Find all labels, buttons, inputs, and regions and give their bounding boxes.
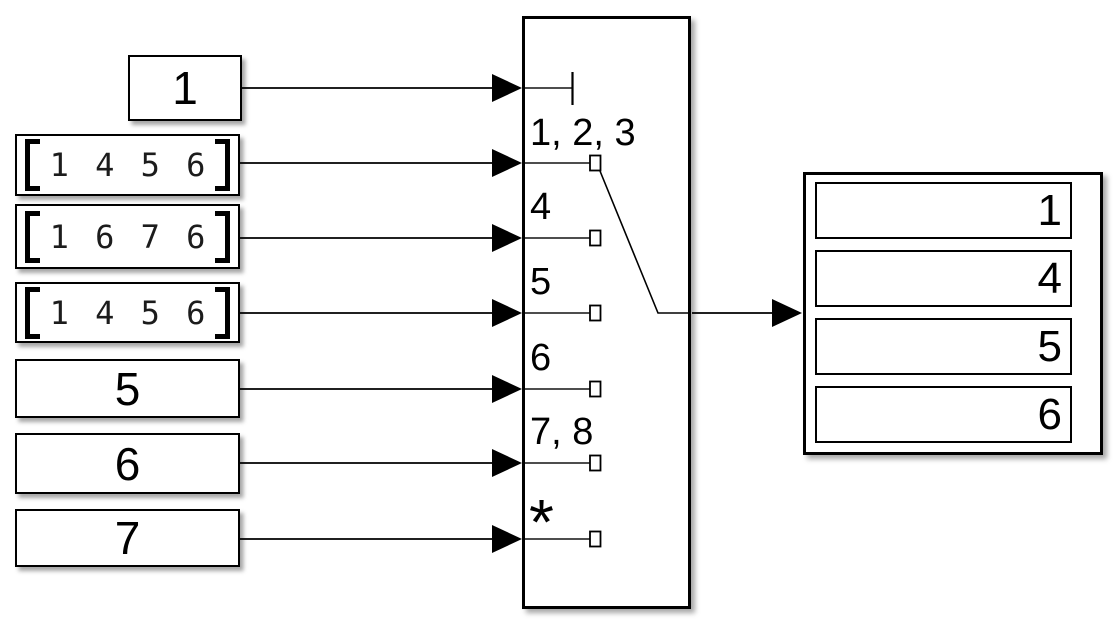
constant-value: 5 <box>114 362 141 415</box>
arrowhead-icon <box>492 149 522 177</box>
wire-input-5[interactable] <box>239 375 522 403</box>
arrowhead-icon <box>492 525 522 553</box>
arrowhead-icon <box>492 449 522 477</box>
constant-value: 6 <box>114 437 141 490</box>
display-value: 6 <box>1037 389 1062 439</box>
constant-value: 1 6 7 6 <box>49 217 206 256</box>
wire-output[interactable] <box>692 299 802 327</box>
wire-input-3[interactable] <box>239 224 522 252</box>
matrix-bracket-right-icon <box>215 139 230 191</box>
arrowhead-icon <box>772 299 802 327</box>
switch-port-label-5: 5 <box>530 261 552 303</box>
display-block[interactable]: 1 4 5 6 <box>803 172 1103 455</box>
arrowhead-icon <box>492 224 522 252</box>
wire-input-6[interactable] <box>239 449 522 477</box>
constant-block-4-vector[interactable]: 1 4 5 6 <box>15 282 240 343</box>
constant-block-7[interactable]: 7 <box>15 509 240 567</box>
matrix-bracket-right-icon <box>215 286 230 339</box>
wire-input-4[interactable] <box>239 299 522 327</box>
display-row: 4 <box>815 250 1072 307</box>
display-value: 1 <box>1037 185 1062 235</box>
display-row: 1 <box>815 182 1072 239</box>
constant-value: 1 4 5 6 <box>49 293 206 332</box>
display-row: 6 <box>815 386 1072 443</box>
display-value: 4 <box>1037 253 1062 303</box>
matrix-bracket-right-icon <box>215 210 230 263</box>
constant-value: 1 <box>172 62 198 114</box>
constant-block-6[interactable]: 6 <box>15 433 240 494</box>
constant-block-1[interactable]: 1 <box>128 55 242 121</box>
switch-port-label-6: 6 <box>530 337 552 379</box>
matrix-bracket-left-icon <box>25 139 40 191</box>
display-row: 5 <box>815 318 1072 375</box>
constant-block-3-vector[interactable]: 1 6 7 6 <box>15 204 240 269</box>
constant-value: 1 4 5 6 <box>49 146 206 184</box>
constant-block-5[interactable]: 5 <box>15 359 240 418</box>
constant-value: 7 <box>114 512 141 564</box>
arrowhead-icon <box>492 375 522 403</box>
switch-port-label-default: * <box>529 486 554 558</box>
arrowhead-icon <box>492 299 522 327</box>
switch-port-label-1-2-3: 1, 2, 3 <box>530 112 636 154</box>
wire-input-2[interactable] <box>239 149 522 177</box>
matrix-bracket-left-icon <box>25 286 40 339</box>
arrowhead-icon <box>492 74 522 102</box>
constant-block-2-vector[interactable]: 1 4 5 6 <box>15 134 240 196</box>
wire-input-7[interactable] <box>239 525 522 553</box>
switch-port-label-7-8: 7, 8 <box>530 411 594 453</box>
display-value: 5 <box>1037 321 1062 371</box>
switch-port-label-4: 4 <box>530 186 552 228</box>
wire-input-1[interactable] <box>241 74 522 102</box>
matrix-bracket-left-icon <box>25 210 40 263</box>
